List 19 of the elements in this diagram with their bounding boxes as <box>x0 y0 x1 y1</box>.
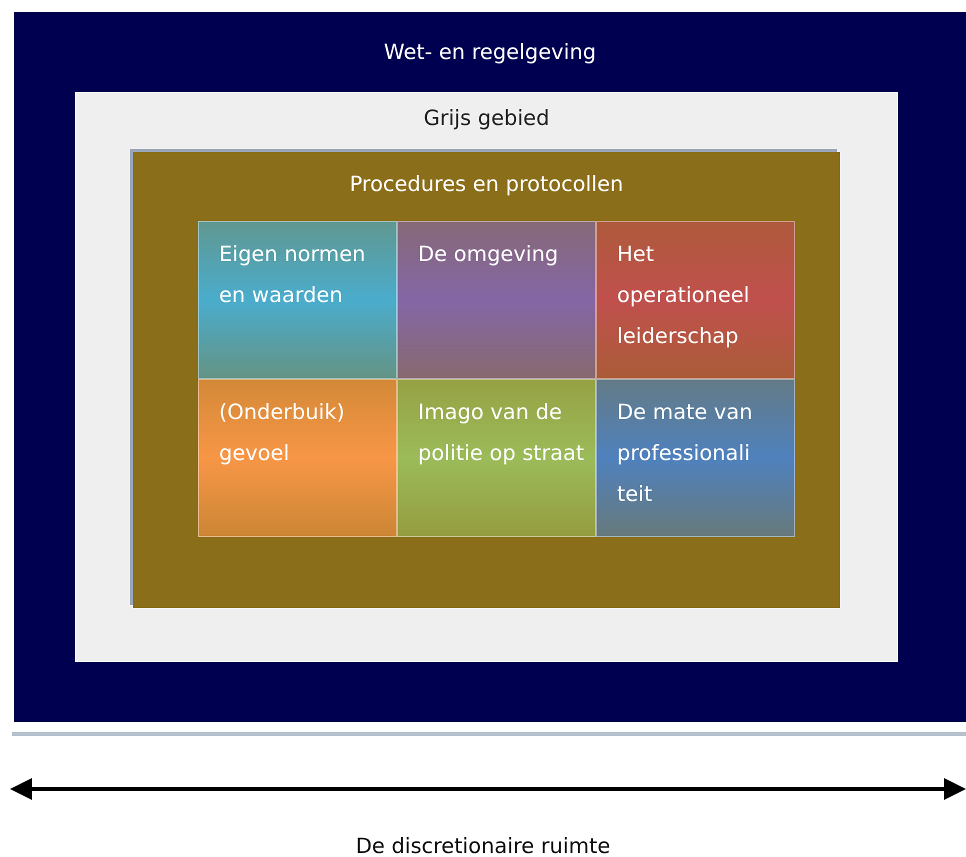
axis-caption: De discretionaire ruimte <box>354 834 612 857</box>
factor-tile <box>198 379 397 537</box>
outer-panel <box>14 12 966 722</box>
tile-text: Het operationeel leiderschap <box>617 241 751 350</box>
tile-text: De mate van professionali teit <box>617 399 754 508</box>
tile-text: De omgeving <box>418 241 560 268</box>
tile-text: Eigen normen en waarden <box>219 241 366 309</box>
factor-tile <box>596 379 795 537</box>
factor-tile <box>198 221 397 379</box>
inner-panel <box>75 92 898 662</box>
factor-tile <box>596 221 795 379</box>
procedures-panel <box>133 152 840 608</box>
panel-title: Grijs gebied <box>422 106 550 130</box>
tile-text: (Onderbuik) gevoel <box>219 399 346 467</box>
panel-title: Wet- en regelgeving <box>382 40 598 64</box>
factor-tile <box>397 221 596 379</box>
panel-title: Procedures en protocollen <box>348 172 624 196</box>
factor-tile <box>397 379 596 537</box>
tile-text: Imago van de politie op straat <box>418 399 586 467</box>
